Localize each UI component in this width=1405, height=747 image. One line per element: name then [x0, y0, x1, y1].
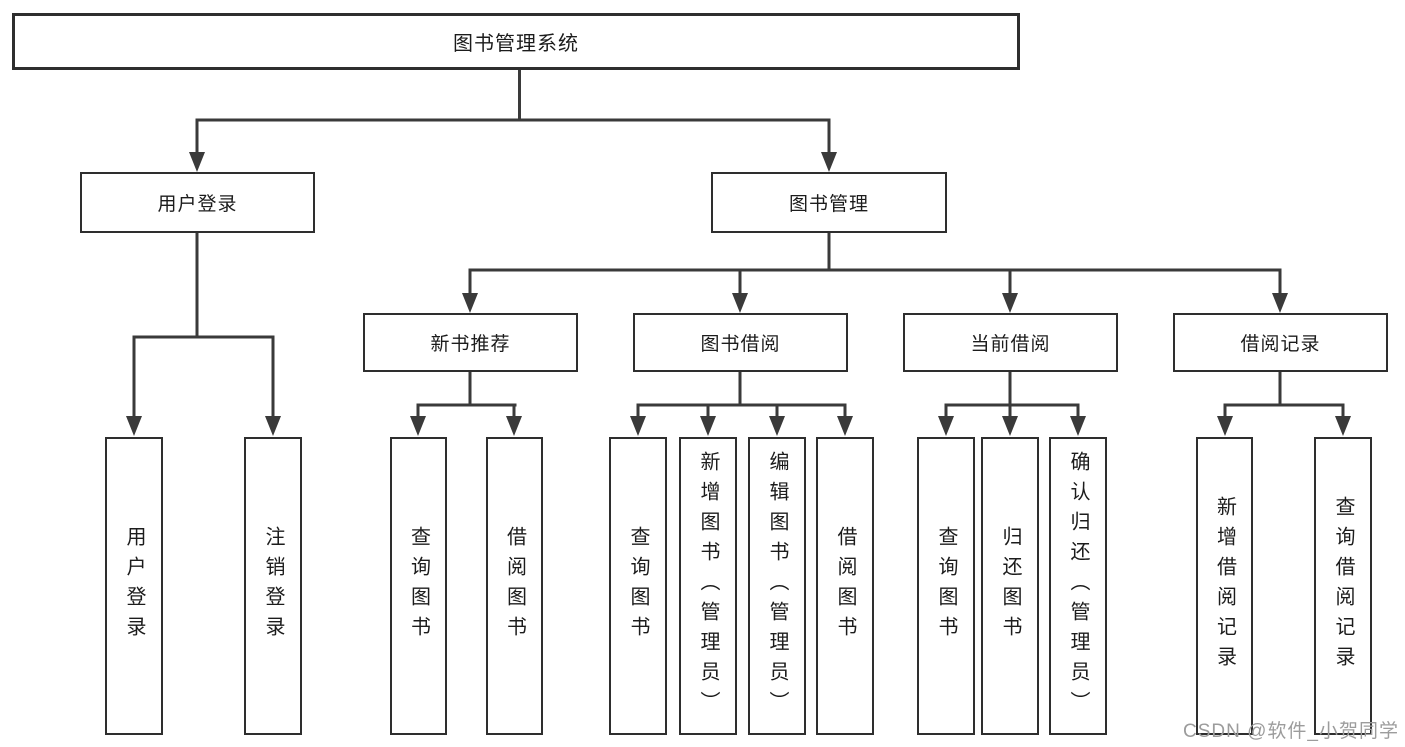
- node-new-book-recommend: 新书推荐: [363, 313, 578, 372]
- leaf-borrow-borrow-books: 借阅图书: [816, 437, 874, 735]
- leaf-current-query-books: 查询图书: [917, 437, 975, 735]
- leaf-borrow-add-books-admin: 新增图书（管理员）: [679, 437, 737, 735]
- node-user-login: 用户登录: [80, 172, 315, 233]
- leaf-recommend-borrow-books: 借阅图书: [486, 437, 543, 735]
- leaf-recommend-query-books: 查询图书: [390, 437, 447, 735]
- leaf-borrow-edit-books-admin: 编辑图书（管理员）: [748, 437, 806, 735]
- leaf-current-return-books: 归还图书: [981, 437, 1039, 735]
- leaf-borrow-query-books: 查询图书: [609, 437, 667, 735]
- node-book-management: 图书管理: [711, 172, 947, 233]
- node-root: 图书管理系统: [12, 13, 1020, 70]
- csdn-watermark: CSDN @软件_小贺同学: [1183, 721, 1399, 742]
- node-current-borrow: 当前借阅: [903, 313, 1118, 372]
- node-borrow-records: 借阅记录: [1173, 313, 1388, 372]
- leaf-records-add-record: 新增借阅记录: [1196, 437, 1253, 735]
- node-book-borrow: 图书借阅: [633, 313, 848, 372]
- leaf-records-query-record: 查询借阅记录: [1314, 437, 1372, 735]
- leaf-current-confirm-return-admin: 确认归还（管理员）: [1049, 437, 1107, 735]
- leaf-logout: 注销登录: [244, 437, 302, 735]
- leaf-user-login: 用户登录: [105, 437, 163, 735]
